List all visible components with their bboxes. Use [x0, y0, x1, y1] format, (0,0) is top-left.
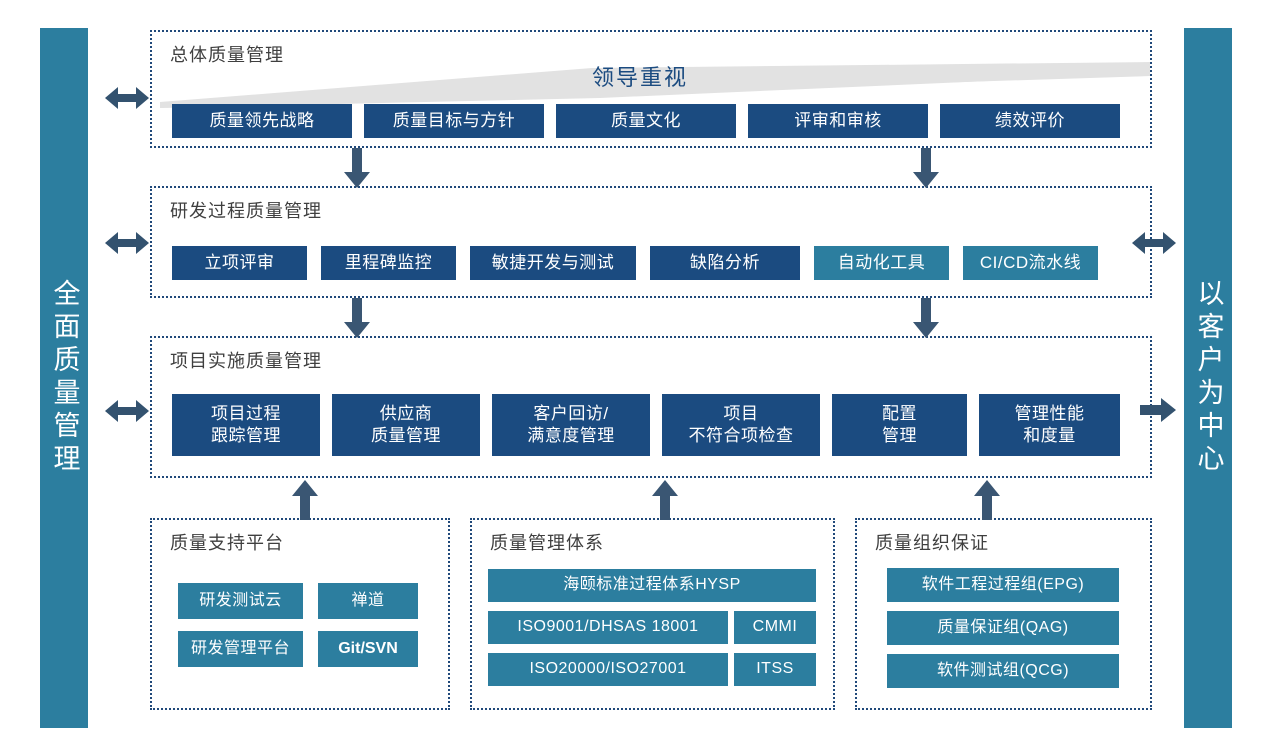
chip-hysp-standard-process[interactable]: 海颐标准过程体系HYSP [488, 569, 816, 602]
chip-management-performance-metrics[interactable]: 管理性能 和度量 [979, 394, 1120, 456]
chip-quality-leading-strategy[interactable]: 质量领先战略 [172, 104, 352, 138]
arrow-right-row3 [1140, 398, 1176, 422]
panel-project-implementation-quality-management: 项目实施质量管理 项目过程 跟踪管理 供应商 质量管理 客户回访/ 满意度管理 … [150, 336, 1152, 478]
chip-project-process-tracking[interactable]: 项目过程 跟踪管理 [172, 394, 320, 456]
panel-title-rd-process-quality-management: 研发过程质量管理 [170, 201, 322, 221]
panel-overall-quality-management: 总体质量管理 领导重视 质量领先战略 质量目标与方针 质量文化 评审和审核 绩效… [150, 30, 1152, 148]
chip-zentao[interactable]: 禅道 [318, 583, 418, 619]
arrow-down-row1-right [913, 148, 939, 188]
chip-epg-group[interactable]: 软件工程过程组(EPG) [887, 568, 1119, 602]
chip-quality-objectives-policy[interactable]: 质量目标与方针 [364, 104, 544, 138]
chip-automation-tools[interactable]: 自动化工具 [814, 246, 949, 280]
double-arrow-left-row2 [105, 232, 149, 254]
chip-qag-group[interactable]: 质量保证组(QAG) [887, 611, 1119, 645]
panel-title-project-implementation-quality-management: 项目实施质量管理 [170, 351, 322, 371]
panel-quality-organization-assurance: 质量组织保证 软件工程过程组(EPG) 质量保证组(QAG) 软件测试组(QCG… [855, 518, 1152, 710]
chip-rd-test-cloud[interactable]: 研发测试云 [178, 583, 303, 619]
chip-configuration-management[interactable]: 配置 管理 [832, 394, 967, 456]
arrow-up-management-system [652, 480, 678, 520]
chip-iso20000-iso27001[interactable]: ISO20000/ISO27001 [488, 653, 728, 686]
panel-rd-process-quality-management: 研发过程质量管理 立项评审 里程碑监控 敏捷开发与测试 缺陷分析 自动化工具 C… [150, 186, 1152, 298]
chip-rd-management-platform[interactable]: 研发管理平台 [178, 631, 303, 667]
double-arrow-right-row2 [1132, 232, 1176, 254]
chip-quality-culture[interactable]: 质量文化 [556, 104, 736, 138]
chip-project-nonconformance-check[interactable]: 项目 不符合项检查 [662, 394, 820, 456]
chip-defect-analysis[interactable]: 缺陷分析 [650, 246, 800, 280]
arrow-up-support-platform [292, 480, 318, 520]
chip-cicd-pipeline[interactable]: CI/CD流水线 [963, 246, 1098, 280]
side-banner-right: 以客户为中心 [1184, 28, 1232, 728]
arrow-down-row2-right [913, 298, 939, 338]
chip-qcg-group[interactable]: 软件测试组(QCG) [887, 654, 1119, 688]
double-arrow-left-row3 [105, 400, 149, 422]
chip-review-and-audit[interactable]: 评审和审核 [748, 104, 928, 138]
chip-supplier-quality-management[interactable]: 供应商 质量管理 [332, 394, 480, 456]
chip-project-initiation-review[interactable]: 立项评审 [172, 246, 307, 280]
chip-agile-development-testing[interactable]: 敏捷开发与测试 [470, 246, 636, 280]
chip-itss[interactable]: ITSS [734, 653, 816, 686]
arrow-down-row2-left [344, 298, 370, 338]
leadership-wedge-shape [160, 62, 1150, 108]
chip-cmmi[interactable]: CMMI [734, 611, 816, 644]
panel-title-quality-organization-assurance: 质量组织保证 [875, 533, 989, 553]
panel-quality-support-platform: 质量支持平台 研发测试云 禅道 研发管理平台 Git/SVN [150, 518, 450, 710]
chip-iso9001-ohsas18001[interactable]: ISO9001/DHSAS 18001 [488, 611, 728, 644]
panel-title-overall-quality-management: 总体质量管理 [170, 45, 284, 65]
side-banner-left: 全面质量管理 [40, 28, 88, 728]
double-arrow-left-row1 [105, 87, 149, 109]
chip-git-svn[interactable]: Git/SVN [318, 631, 418, 667]
chip-performance-evaluation[interactable]: 绩效评价 [940, 104, 1120, 138]
arrow-down-row1-left [344, 148, 370, 188]
chip-customer-visit-satisfaction[interactable]: 客户回访/ 满意度管理 [492, 394, 650, 456]
chip-milestone-monitoring[interactable]: 里程碑监控 [321, 246, 456, 280]
panel-title-quality-management-system: 质量管理体系 [490, 533, 604, 553]
leadership-emphasis-label: 领导重视 [592, 65, 689, 90]
arrow-up-organization [974, 480, 1000, 520]
panel-title-quality-support-platform: 质量支持平台 [170, 533, 284, 553]
panel-quality-management-system: 质量管理体系 海颐标准过程体系HYSP ISO9001/DHSAS 18001 … [470, 518, 835, 710]
